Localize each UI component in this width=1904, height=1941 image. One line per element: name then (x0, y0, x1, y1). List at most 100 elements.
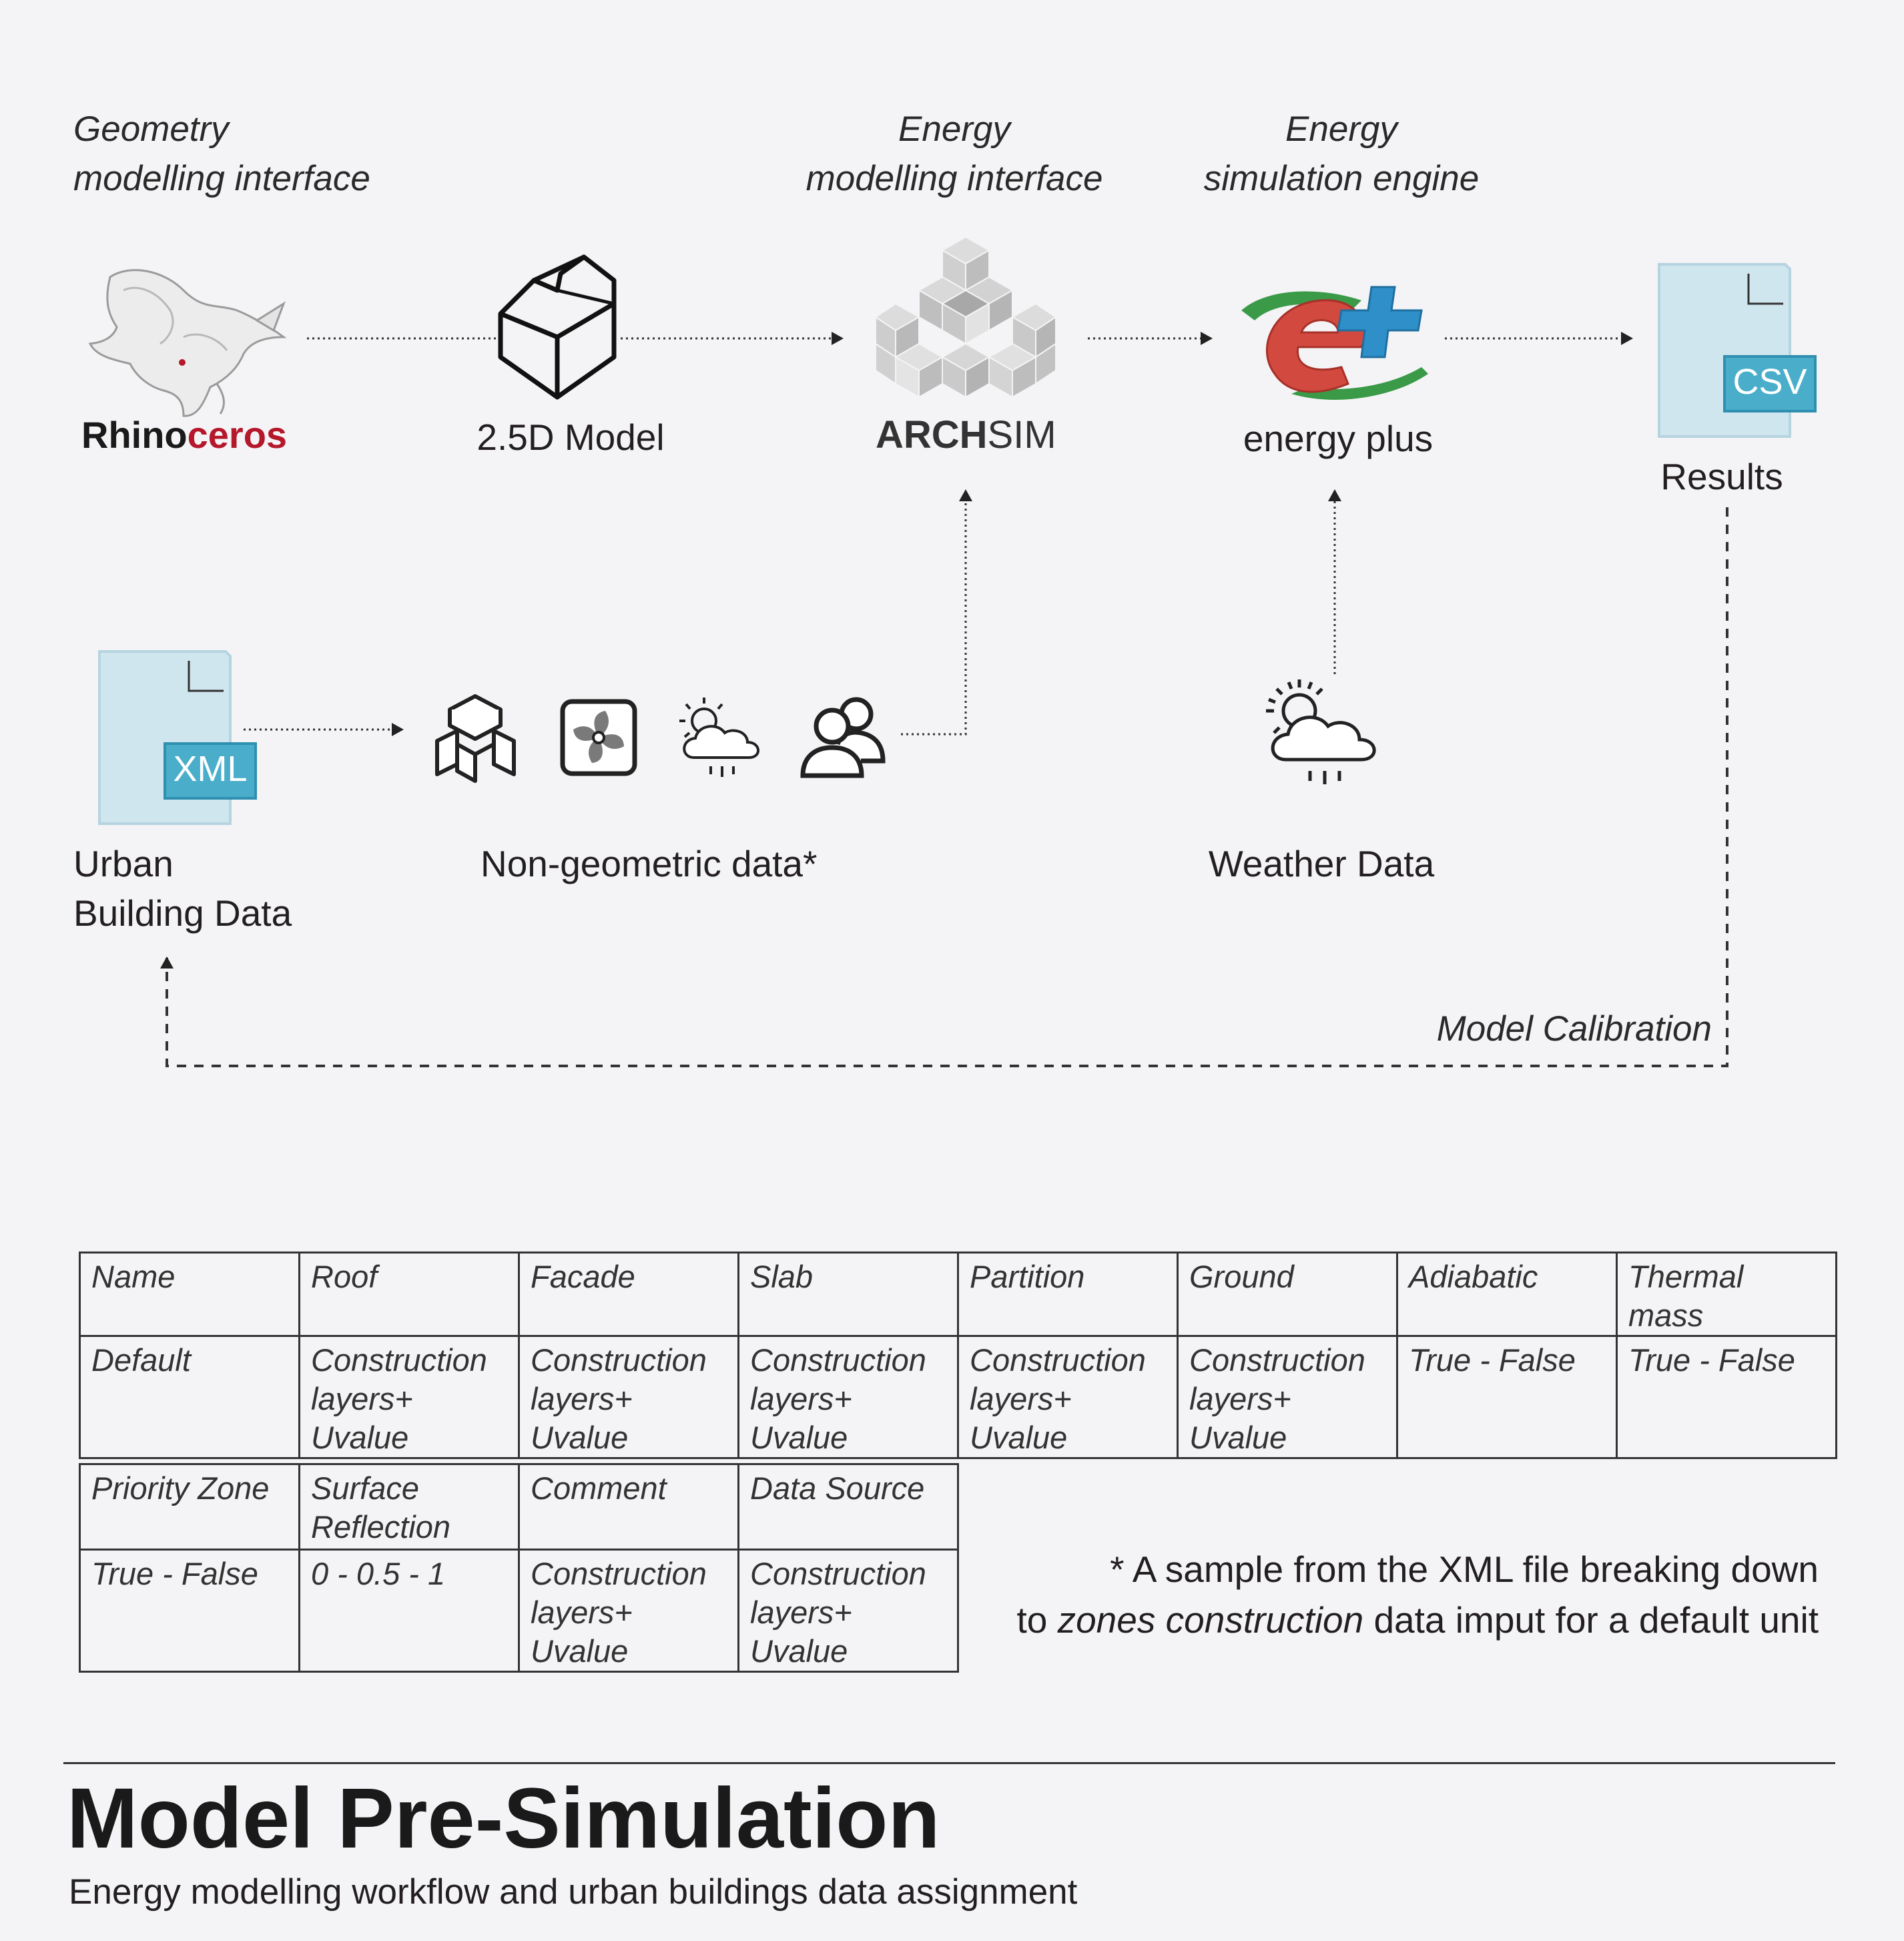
energyplus-logo-icon (1241, 286, 1428, 400)
table-2-cell: Construction layers+ Uvalue (518, 1549, 739, 1673)
archsim-logo-icon (876, 237, 1056, 398)
page-subtitle: Energy modelling workflow and urban buil… (69, 1872, 1078, 1912)
table-1-header-text: Ground (1189, 1259, 1294, 1294)
table-2-header-cell: Priority Zone (79, 1463, 300, 1551)
xml-footnote: * A sample from the XML file breaking do… (968, 1544, 1819, 1645)
table-1-cell: True - False (1396, 1335, 1618, 1459)
category-energy-modelling: Energy modelling interface (781, 105, 1128, 204)
footnote-line2-post: data imput for a default unit (1363, 1599, 1819, 1641)
table-1-header-text: Name (91, 1259, 176, 1294)
table-1-header-cell: Name (79, 1252, 300, 1337)
weather-label: Weather Data (1208, 843, 1435, 884)
table-1-header-cell: Thermal mass (1616, 1252, 1837, 1337)
table-2-header-cell: Comment (518, 1463, 739, 1551)
footnote-line1: * A sample from the XML file breaking do… (1110, 1549, 1819, 1590)
table-1-cell-text: True - False (1409, 1342, 1576, 1378)
table-2-header-text: Reflection (311, 1509, 450, 1545)
category-energy-modelling-line1: Energy (898, 109, 1010, 149)
weather-small-icon (679, 698, 759, 777)
category-energy-engine-line2: simulation engine (1203, 159, 1480, 198)
table-2-cell-text: 0 - 0.5 - 1 (311, 1556, 446, 1591)
table-1-cell-text: Construction (1189, 1342, 1365, 1378)
category-energy-engine: Energy simulation engine (1175, 105, 1508, 204)
table-1-cell-text: True - False (1628, 1342, 1795, 1378)
table-1-cell-text: layers+ Uvalue (970, 1381, 1072, 1455)
model-calibration-label: Model Calibration (1436, 1009, 1712, 1049)
footnote-line2: to zones construction data imput for a d… (968, 1595, 1819, 1645)
table-2-cell: True - False (79, 1549, 300, 1673)
table-2-cell: Construction layers+ Uvalue (737, 1549, 959, 1673)
nongeo-label: Non-geometric data* (481, 843, 818, 884)
users-icon (800, 697, 886, 778)
table-1-header-text: Roof (311, 1259, 378, 1294)
table-1-cell: Default (79, 1335, 300, 1459)
table-2-header-cell: Data Source (737, 1463, 959, 1551)
table-1-header-text: Slab (750, 1259, 814, 1294)
table-1-cell: True - False (1616, 1335, 1837, 1459)
xml-badge: XML (164, 742, 257, 800)
urban-building-label-line2: Building Data (73, 892, 292, 934)
table-1-cell-text: layers+ Uvalue (531, 1381, 633, 1455)
category-geometry-line1: Geometry (73, 109, 229, 149)
table-2-data-row: True - False 0 - 0.5 - 1 Construction lay… (79, 1549, 959, 1673)
title-divider (63, 1762, 1835, 1764)
category-geometry-line2: modelling interface (73, 159, 370, 198)
table-2-cell: 0 - 0.5 - 1 (298, 1549, 520, 1673)
cubes-icon (435, 694, 516, 783)
table-2-cell-text: Construction (531, 1556, 707, 1591)
xml-table-1: Name Roof Facade Slab Partition Ground A… (79, 1252, 1837, 1459)
table-1-cell-text: Construction (311, 1342, 487, 1378)
archsim-wordmark-light: SIM (987, 413, 1056, 457)
table-1-header-text: Partition (970, 1259, 1085, 1294)
table-1-cell-text: Default (91, 1342, 191, 1378)
category-energy-modelling-line2: modelling interface (806, 159, 1103, 198)
category-energy-engine-line1: Energy (1285, 109, 1397, 149)
xml-file-icon (98, 650, 232, 825)
table-1-header-row: Name Roof Facade Slab Partition Ground A… (79, 1252, 1837, 1337)
table-1-cell-text: Construction (970, 1342, 1146, 1378)
table-2-cell-text: Construction (750, 1556, 926, 1591)
rhino-wordmark-prefix: Rhino (81, 414, 188, 456)
footnote-line2-pre: to (1016, 1599, 1058, 1641)
weather-large-icon (1266, 679, 1376, 784)
table-1-cell-text: layers+ Uvalue (1189, 1381, 1291, 1455)
house-model-icon (498, 254, 617, 400)
category-geometry: Geometry modelling interface (73, 105, 370, 204)
table-2-header-text: Priority Zone (91, 1470, 270, 1506)
table-2-cell-text: True - False (91, 1556, 258, 1591)
rhino-wordmark: Rhinoceros (81, 408, 287, 462)
table-1-header-cell: Adiabatic (1396, 1252, 1618, 1337)
table-1-header-cell: Partition (957, 1252, 1179, 1337)
archsim-wordmark-bold: ARCH (876, 413, 988, 457)
table-1-header-text: Facade (531, 1259, 635, 1294)
table-2-cell-text: layers+ Uvalue (531, 1595, 633, 1669)
table-1-header-text: Thermal mass (1628, 1259, 1744, 1333)
table-1-cell-text: Construction (750, 1342, 926, 1378)
table-2-cell-text: layers+ Uvalue (750, 1595, 852, 1669)
results-label: Results (1660, 456, 1783, 497)
table-2-header-text: Comment (531, 1470, 667, 1506)
table-1-cell-text: Construction (531, 1342, 707, 1378)
table-1-header-cell: Ground (1177, 1252, 1398, 1337)
table-1-cell-text: layers+ Uvalue (311, 1381, 413, 1455)
csv-file-icon (1658, 263, 1791, 438)
urban-building-label-line1: Urban (73, 843, 174, 884)
energyplus-label: energy plus (1243, 418, 1434, 459)
table-1-header-text: Adiabatic (1409, 1259, 1538, 1294)
rhino-wordmark-suffix: ceros (187, 414, 288, 456)
page-title: Model Pre-Simulation (67, 1771, 940, 1866)
table-2-header-text: Surface (311, 1470, 419, 1506)
table-1-header-cell: Slab (737, 1252, 959, 1337)
footnote-line2-emphasis: zones construction (1057, 1599, 1364, 1641)
rhino-logo-icon (88, 269, 287, 417)
